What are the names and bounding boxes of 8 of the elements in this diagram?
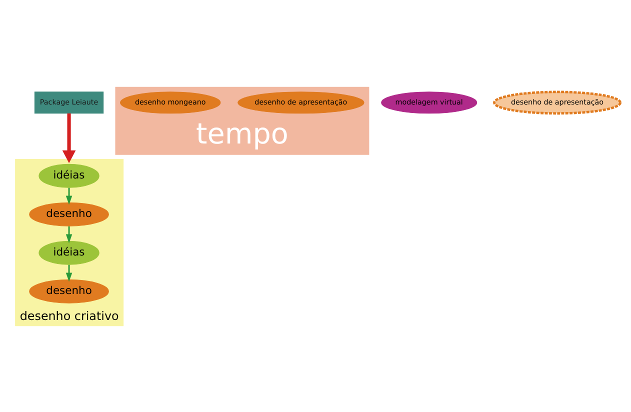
node-ellipse: idéias xyxy=(38,240,100,264)
arrow xyxy=(66,264,72,282)
arrow xyxy=(66,226,72,243)
node-ellipse: desenho xyxy=(29,202,109,226)
arrow xyxy=(62,112,76,163)
node-ellipse: desenho xyxy=(29,278,109,303)
arrow xyxy=(66,187,72,204)
node-ellipse: idéias xyxy=(38,163,100,188)
